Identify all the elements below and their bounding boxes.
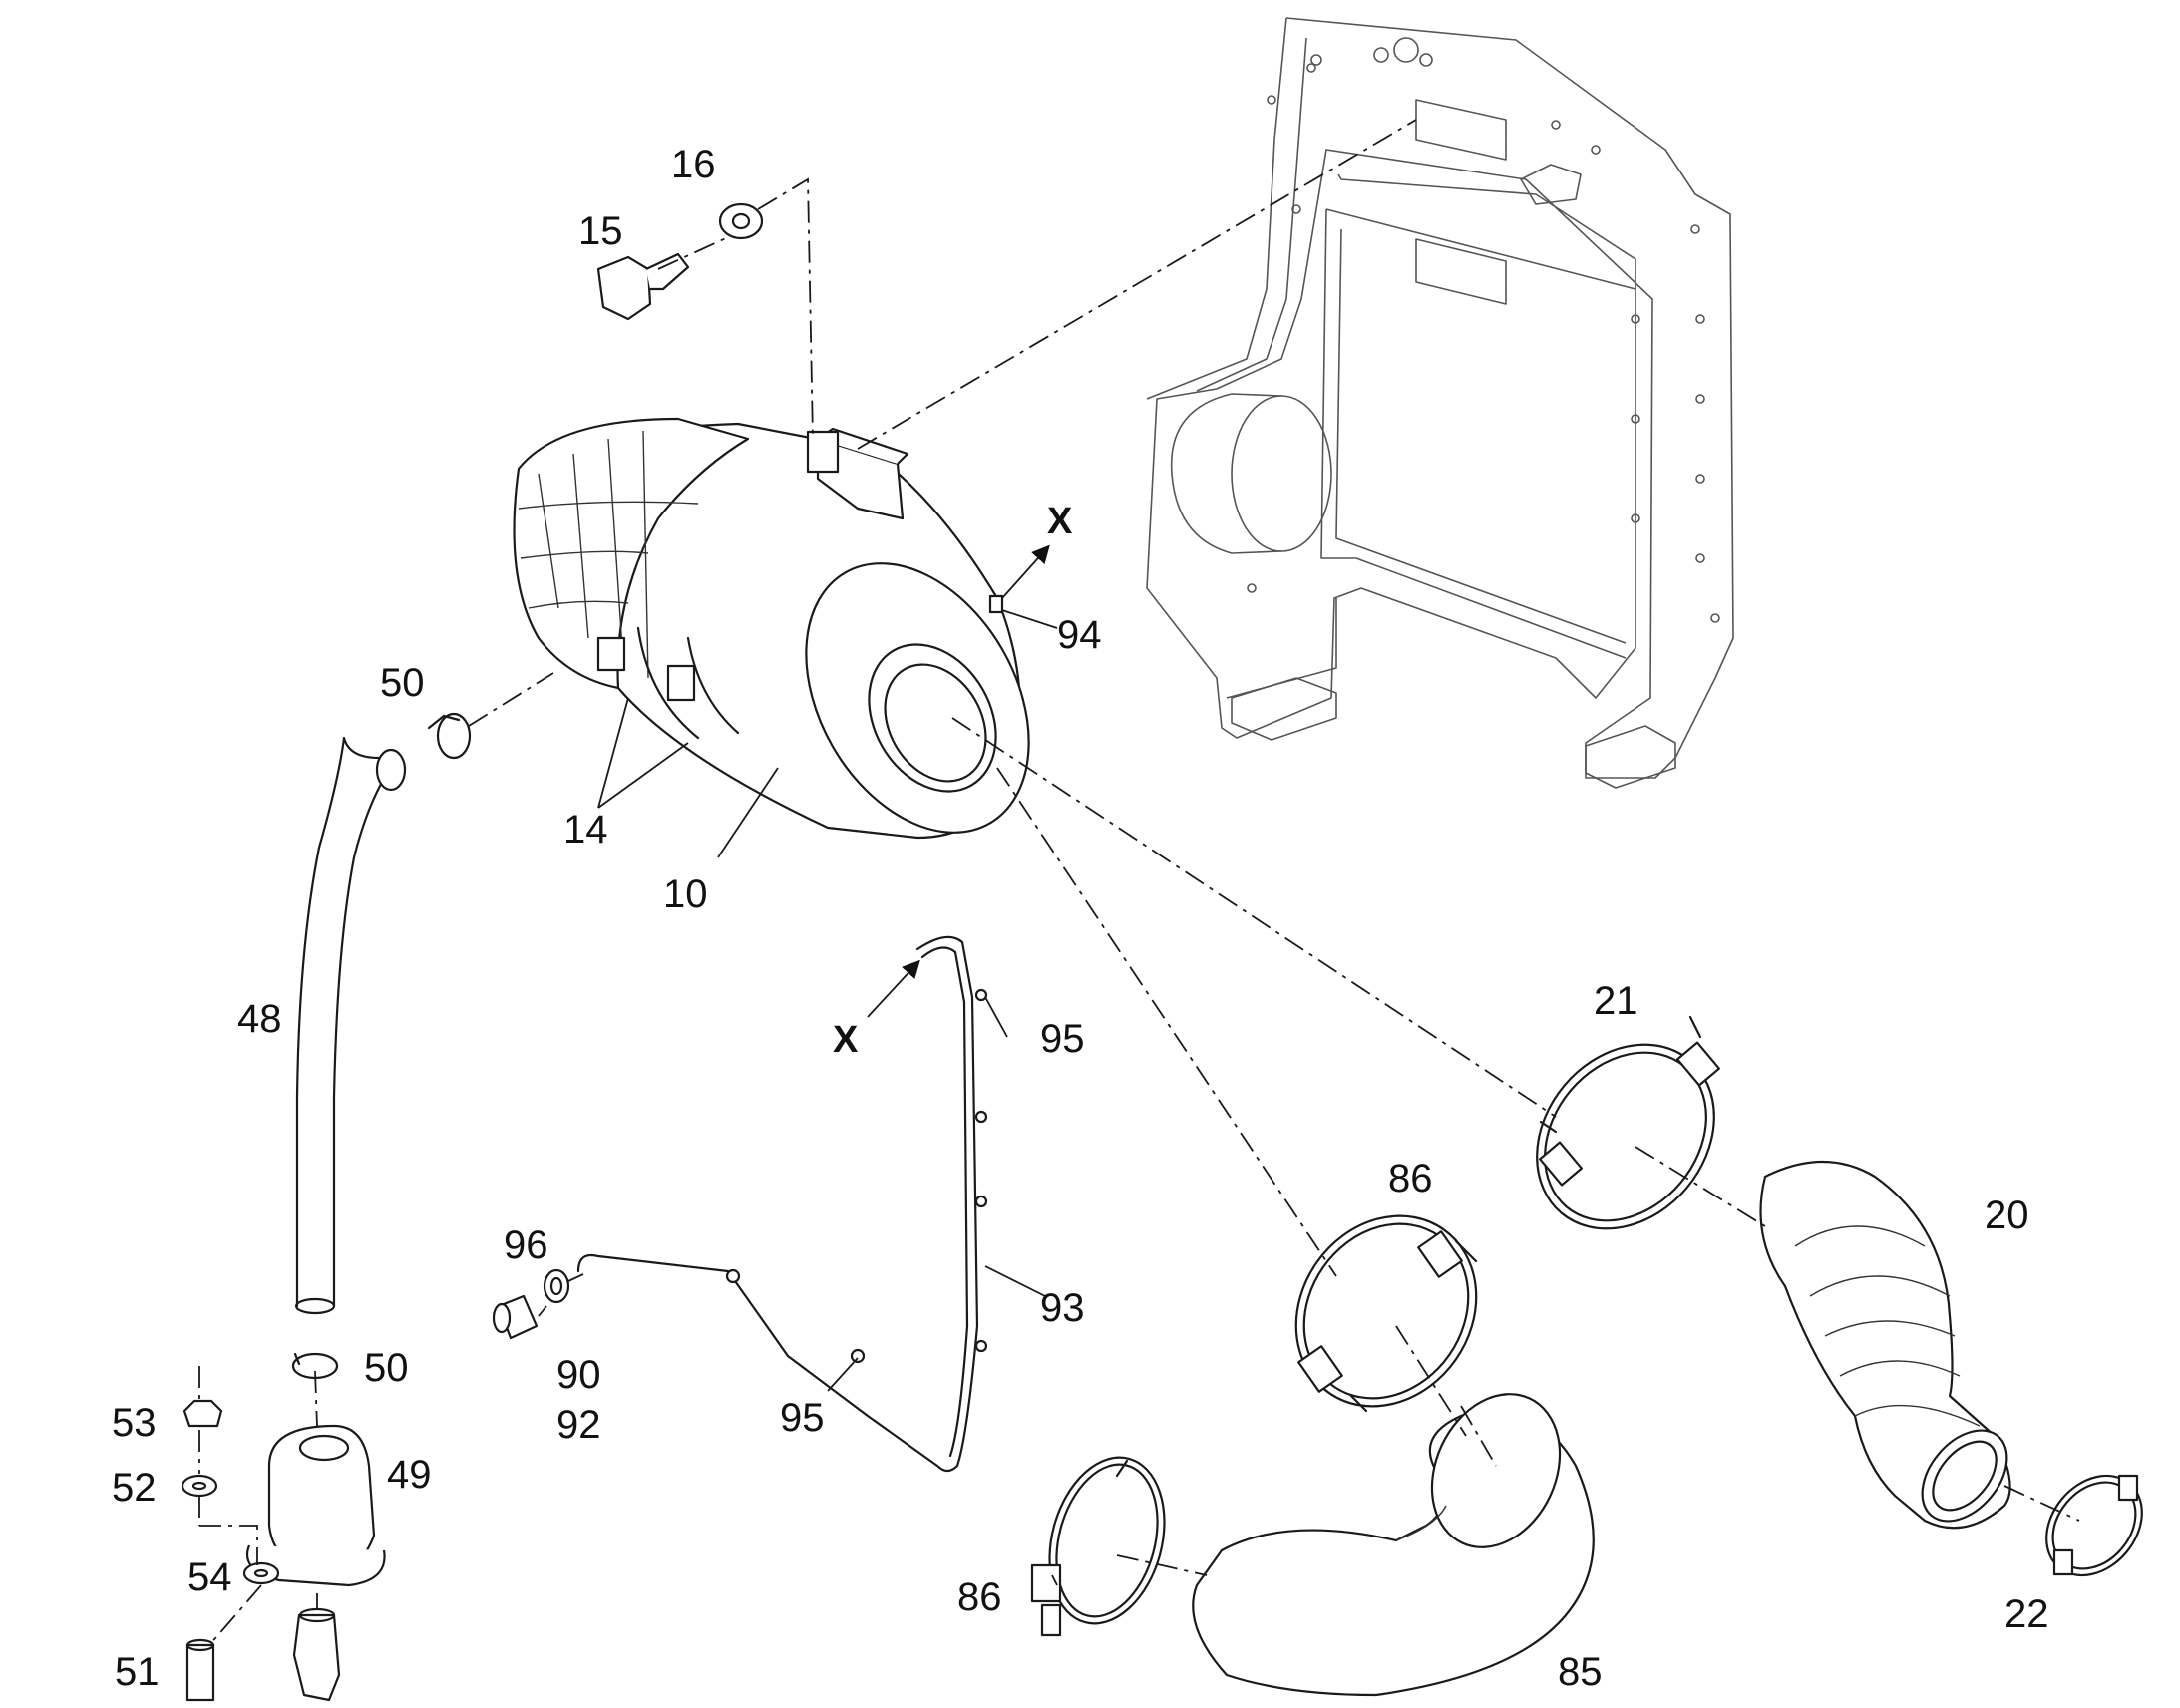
label-90: 90 (556, 1353, 601, 1397)
seal-96 (543, 1268, 570, 1304)
washer-54 (242, 1561, 280, 1585)
label-50-top: 50 (380, 661, 425, 705)
clamp-50-top (427, 712, 472, 760)
washer-16 (718, 202, 764, 240)
label-52: 52 (112, 1466, 157, 1510)
label-54: 54 (187, 1555, 232, 1599)
bolt-15 (596, 252, 690, 321)
label-x-lower: X (833, 1019, 859, 1061)
label-20: 20 (1985, 1194, 2029, 1237)
label-94: 94 (1057, 613, 1102, 657)
label-x-upper: X (1047, 501, 1073, 542)
label-93: 93 (1040, 1286, 1085, 1330)
nut-53 (182, 1399, 223, 1428)
bolt-51 (185, 1638, 215, 1702)
label-21: 21 (1594, 979, 1638, 1023)
label-53: 53 (112, 1401, 157, 1445)
label-15: 15 (578, 209, 623, 253)
rubber-elbow-20 (1759, 1161, 2011, 1530)
clamp-86-lower (1030, 1456, 1166, 1637)
x-reference-arrow-lower (867, 959, 920, 1018)
label-51: 51 (115, 1650, 160, 1694)
hose-elbow-85 (1192, 1393, 1595, 1697)
label-14: 14 (563, 808, 608, 852)
label-86-lower: 86 (957, 1575, 1002, 1619)
label-92: 92 (556, 1403, 601, 1447)
clamp-86-upper (1294, 1214, 1478, 1413)
label-95-upper: 95 (1040, 1017, 1085, 1061)
mounting-frame (1146, 17, 1734, 789)
label-85: 85 (1558, 1650, 1603, 1694)
assembly-lines (198, 119, 2080, 1646)
air-filter-housing (513, 417, 1030, 840)
label-50-bottom: 50 (364, 1346, 409, 1390)
clamp-22 (2045, 1474, 2143, 1577)
part-labels: 10 14 15 16 20 21 22 48 49 50 50 51 52 5… (112, 143, 2049, 1694)
label-95-lower: 95 (780, 1396, 825, 1440)
label-22: 22 (2004, 1592, 2049, 1636)
label-96: 96 (504, 1223, 548, 1267)
sensor-line-93 (576, 935, 988, 1473)
label-86-upper: 86 (1388, 1157, 1433, 1200)
label-10: 10 (663, 872, 708, 916)
label-48: 48 (237, 997, 282, 1041)
hose-48 (294, 736, 407, 1315)
fitting-90-92 (492, 1294, 539, 1340)
label-16: 16 (671, 143, 716, 186)
leader-lines (597, 609, 1058, 1586)
x-reference-arrow-upper (1001, 544, 1050, 599)
washer-52 (181, 1474, 218, 1498)
dust-valve-49 (246, 1424, 386, 1702)
label-49: 49 (387, 1453, 432, 1497)
clamp-21 (1536, 1015, 1720, 1230)
